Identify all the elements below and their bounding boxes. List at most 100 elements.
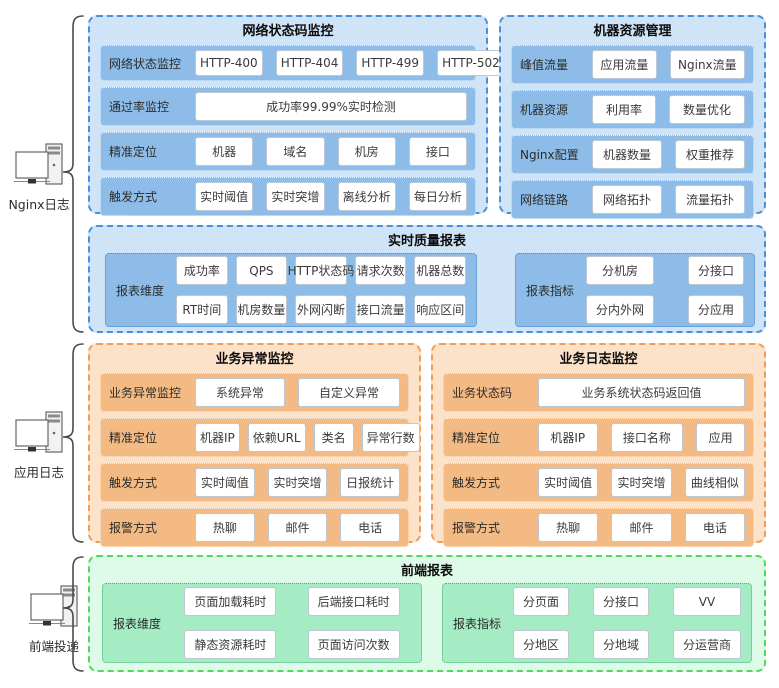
row-trigger-mode: 触发方式 实时阈值 实时突增 曲线相似 bbox=[443, 463, 754, 502]
row-network-status: 网络状态监控 HTTP-400 HTTP-404 HTTP-499 HTTP-5… bbox=[100, 45, 505, 81]
chip: 每日分析 bbox=[408, 182, 467, 211]
row-precise-locate: 精准定位 机器IP 接口名称 应用 bbox=[443, 418, 754, 457]
panel-realtime-quality-report: 实时质量报表 报表维度 成功率 QPS HTTP状态码 请求次数 机器总数 RT… bbox=[88, 225, 766, 333]
row-label: 业务异常监控 bbox=[109, 386, 182, 400]
panel-title: 实时质量报表 bbox=[387, 234, 466, 249]
chip-group: 利用率 数量优化 bbox=[592, 95, 745, 124]
chip-grid: 分机房 分接口 分内外网 分应用 bbox=[586, 256, 744, 324]
chip: 页面访问次数 bbox=[307, 630, 400, 659]
box-label: 报表维度 bbox=[116, 283, 165, 298]
chip: 权重推荐 bbox=[675, 140, 745, 169]
row-trigger-mode: 触发方式 实时阈值 实时突增 日报统计 bbox=[100, 463, 409, 502]
panel-title: 业务日志监控 bbox=[559, 352, 638, 367]
row-label: 网络链路 bbox=[520, 193, 569, 207]
chip: Nginx流量 bbox=[669, 50, 745, 79]
chip: 机器总数 bbox=[414, 256, 466, 285]
chip: 依赖URL bbox=[247, 423, 306, 452]
row-biz-status-code: 业务状态码 业务系统状态码返回值 bbox=[443, 373, 754, 412]
panel-machine-resource: 机器资源管理 峰值流量 应用流量 Nginx流量 机器资源 利用率 数量优化 N… bbox=[499, 15, 766, 219]
chip: 机房数量 bbox=[235, 295, 288, 324]
box-label: 报表维度 bbox=[113, 616, 162, 631]
source-nginx-log: Nginx日志 bbox=[2, 142, 76, 213]
box-label: 报表指标 bbox=[453, 616, 502, 631]
chip: 分接口 bbox=[593, 587, 650, 616]
row-label: 峰值流量 bbox=[520, 58, 569, 72]
row-precise-locate: 精准定位 机器 域名 机房 接口 bbox=[100, 132, 476, 171]
row-biz-exception: 业务异常监控 系统异常 自定义异常 bbox=[100, 373, 409, 412]
panel-network-status-monitor: 网络状态码监控 网络状态监控 HTTP-400 HTTP-404 HTTP-49… bbox=[88, 15, 505, 216]
chip: 分页面 bbox=[513, 587, 570, 616]
chip: 请求次数 bbox=[354, 256, 407, 285]
chip: 电话 bbox=[340, 513, 401, 542]
row-trigger-mode: 触发方式 实时阈值 实时突增 离线分析 每日分析 bbox=[100, 177, 476, 216]
chip: 自定义异常 bbox=[298, 378, 400, 407]
chip: 实时突增 bbox=[266, 182, 325, 211]
chip: 类名 bbox=[313, 423, 354, 452]
panel-title: 机器资源管理 bbox=[593, 24, 672, 39]
chip: 实时阈值 bbox=[538, 468, 599, 497]
chip: HTTP-400 bbox=[195, 50, 263, 76]
chip: RT时间 bbox=[176, 295, 228, 324]
chip: 机器IP bbox=[195, 423, 240, 452]
chip-group: 实时阈值 实时突增 离线分析 每日分析 bbox=[195, 182, 467, 211]
workstation-icon bbox=[14, 143, 63, 185]
chip: 邮件 bbox=[611, 513, 672, 542]
chip: HTTP-502 bbox=[437, 50, 505, 76]
row-alert-mode: 报警方式 热聊 邮件 电话 bbox=[100, 508, 409, 547]
brace-frontend-group bbox=[62, 556, 84, 672]
box-report-dimension: 报表维度 页面加载耗时 后端接口耗时 静态资源耗时 页面访问次数 bbox=[102, 583, 422, 663]
chip: 静态资源耗时 bbox=[184, 630, 277, 659]
chip: 热聊 bbox=[538, 513, 599, 542]
chip: 接口 bbox=[408, 137, 467, 166]
row-label: 业务状态码 bbox=[452, 386, 513, 400]
row-label: 触发方式 bbox=[109, 476, 158, 490]
chip-group: 机器数量 权重推荐 bbox=[592, 140, 745, 169]
chip: 机器IP bbox=[538, 423, 598, 452]
panel-title: 前端报表 bbox=[400, 564, 453, 579]
chip: 系统异常 bbox=[195, 378, 285, 407]
row-alert-mode: 报警方式 热聊 邮件 电话 bbox=[443, 508, 754, 547]
chip-group: 业务系统状态码返回值 bbox=[538, 378, 745, 407]
chip: 响应区间 bbox=[414, 295, 466, 324]
row-pass-rate: 通过率监控 成功率99.99%实时检测 bbox=[100, 87, 476, 126]
chip-grid: 分页面 分接口 VV 分地区 分地域 分运营商 bbox=[513, 587, 741, 659]
chip-group: 实时阈值 实时突增 曲线相似 bbox=[538, 468, 745, 497]
row-label: 通过率监控 bbox=[109, 100, 170, 114]
chip: 曲线相似 bbox=[684, 468, 745, 497]
chip: 应用 bbox=[696, 423, 746, 452]
chip-group: 机器 域名 机房 接口 bbox=[195, 137, 467, 166]
chip: QPS bbox=[235, 256, 288, 285]
chip: 网络拓扑 bbox=[592, 185, 662, 214]
chip-group: 网络拓扑 流量拓扑 bbox=[592, 185, 745, 214]
box-report-dimension: 报表维度 成功率 QPS HTTP状态码 请求次数 机器总数 RT时间 机房数量… bbox=[105, 253, 477, 327]
chip: 实时突增 bbox=[267, 468, 328, 497]
chip: HTTP状态码 bbox=[288, 256, 354, 285]
box-report-metrics: 报表指标 分页面 分接口 VV 分地区 分地域 分运营商 bbox=[442, 583, 752, 663]
row-label: 报警方式 bbox=[452, 521, 501, 535]
chip: 后端接口耗时 bbox=[307, 587, 400, 616]
chip-group: HTTP-400 HTTP-404 HTTP-499 HTTP-502 bbox=[195, 50, 505, 76]
chip: 机器数量 bbox=[592, 140, 662, 169]
chip: 实时阈值 bbox=[195, 468, 255, 497]
chip-group: 热聊 邮件 电话 bbox=[195, 513, 401, 542]
chip-group: 热聊 邮件 电话 bbox=[538, 513, 745, 542]
row-precise-locate: 精准定位 机器IP 依赖URL 类名 异常行数 bbox=[100, 418, 420, 457]
chip: 分内外网 bbox=[586, 295, 655, 324]
row-label: 机器资源 bbox=[520, 103, 569, 117]
row-label: 精准定位 bbox=[109, 145, 158, 159]
chip: 应用流量 bbox=[592, 50, 657, 79]
source-label: 前端投递 bbox=[28, 639, 79, 654]
chip: 实时突增 bbox=[611, 468, 672, 497]
panel-biz-exception-monitor: 业务异常监控 业务异常监控 系统异常 自定义异常 精准定位 机器IP 依赖URL… bbox=[88, 343, 421, 547]
chip-group: 实时阈值 实时突增 日报统计 bbox=[195, 468, 401, 497]
chip-group: 机器IP 依赖URL 类名 异常行数 bbox=[195, 423, 420, 452]
box-label: 报表指标 bbox=[526, 283, 575, 298]
chip: 邮件 bbox=[267, 513, 328, 542]
chip-group: 系统异常 自定义异常 bbox=[195, 378, 400, 407]
panel-title: 网络状态码监控 bbox=[242, 24, 334, 39]
chip: 成功率 bbox=[176, 256, 228, 285]
chip-group: 应用流量 Nginx流量 bbox=[592, 50, 745, 79]
chip: 数量优化 bbox=[669, 95, 745, 124]
source-label: 应用日志 bbox=[13, 465, 64, 480]
chip: 域名 bbox=[266, 137, 325, 166]
